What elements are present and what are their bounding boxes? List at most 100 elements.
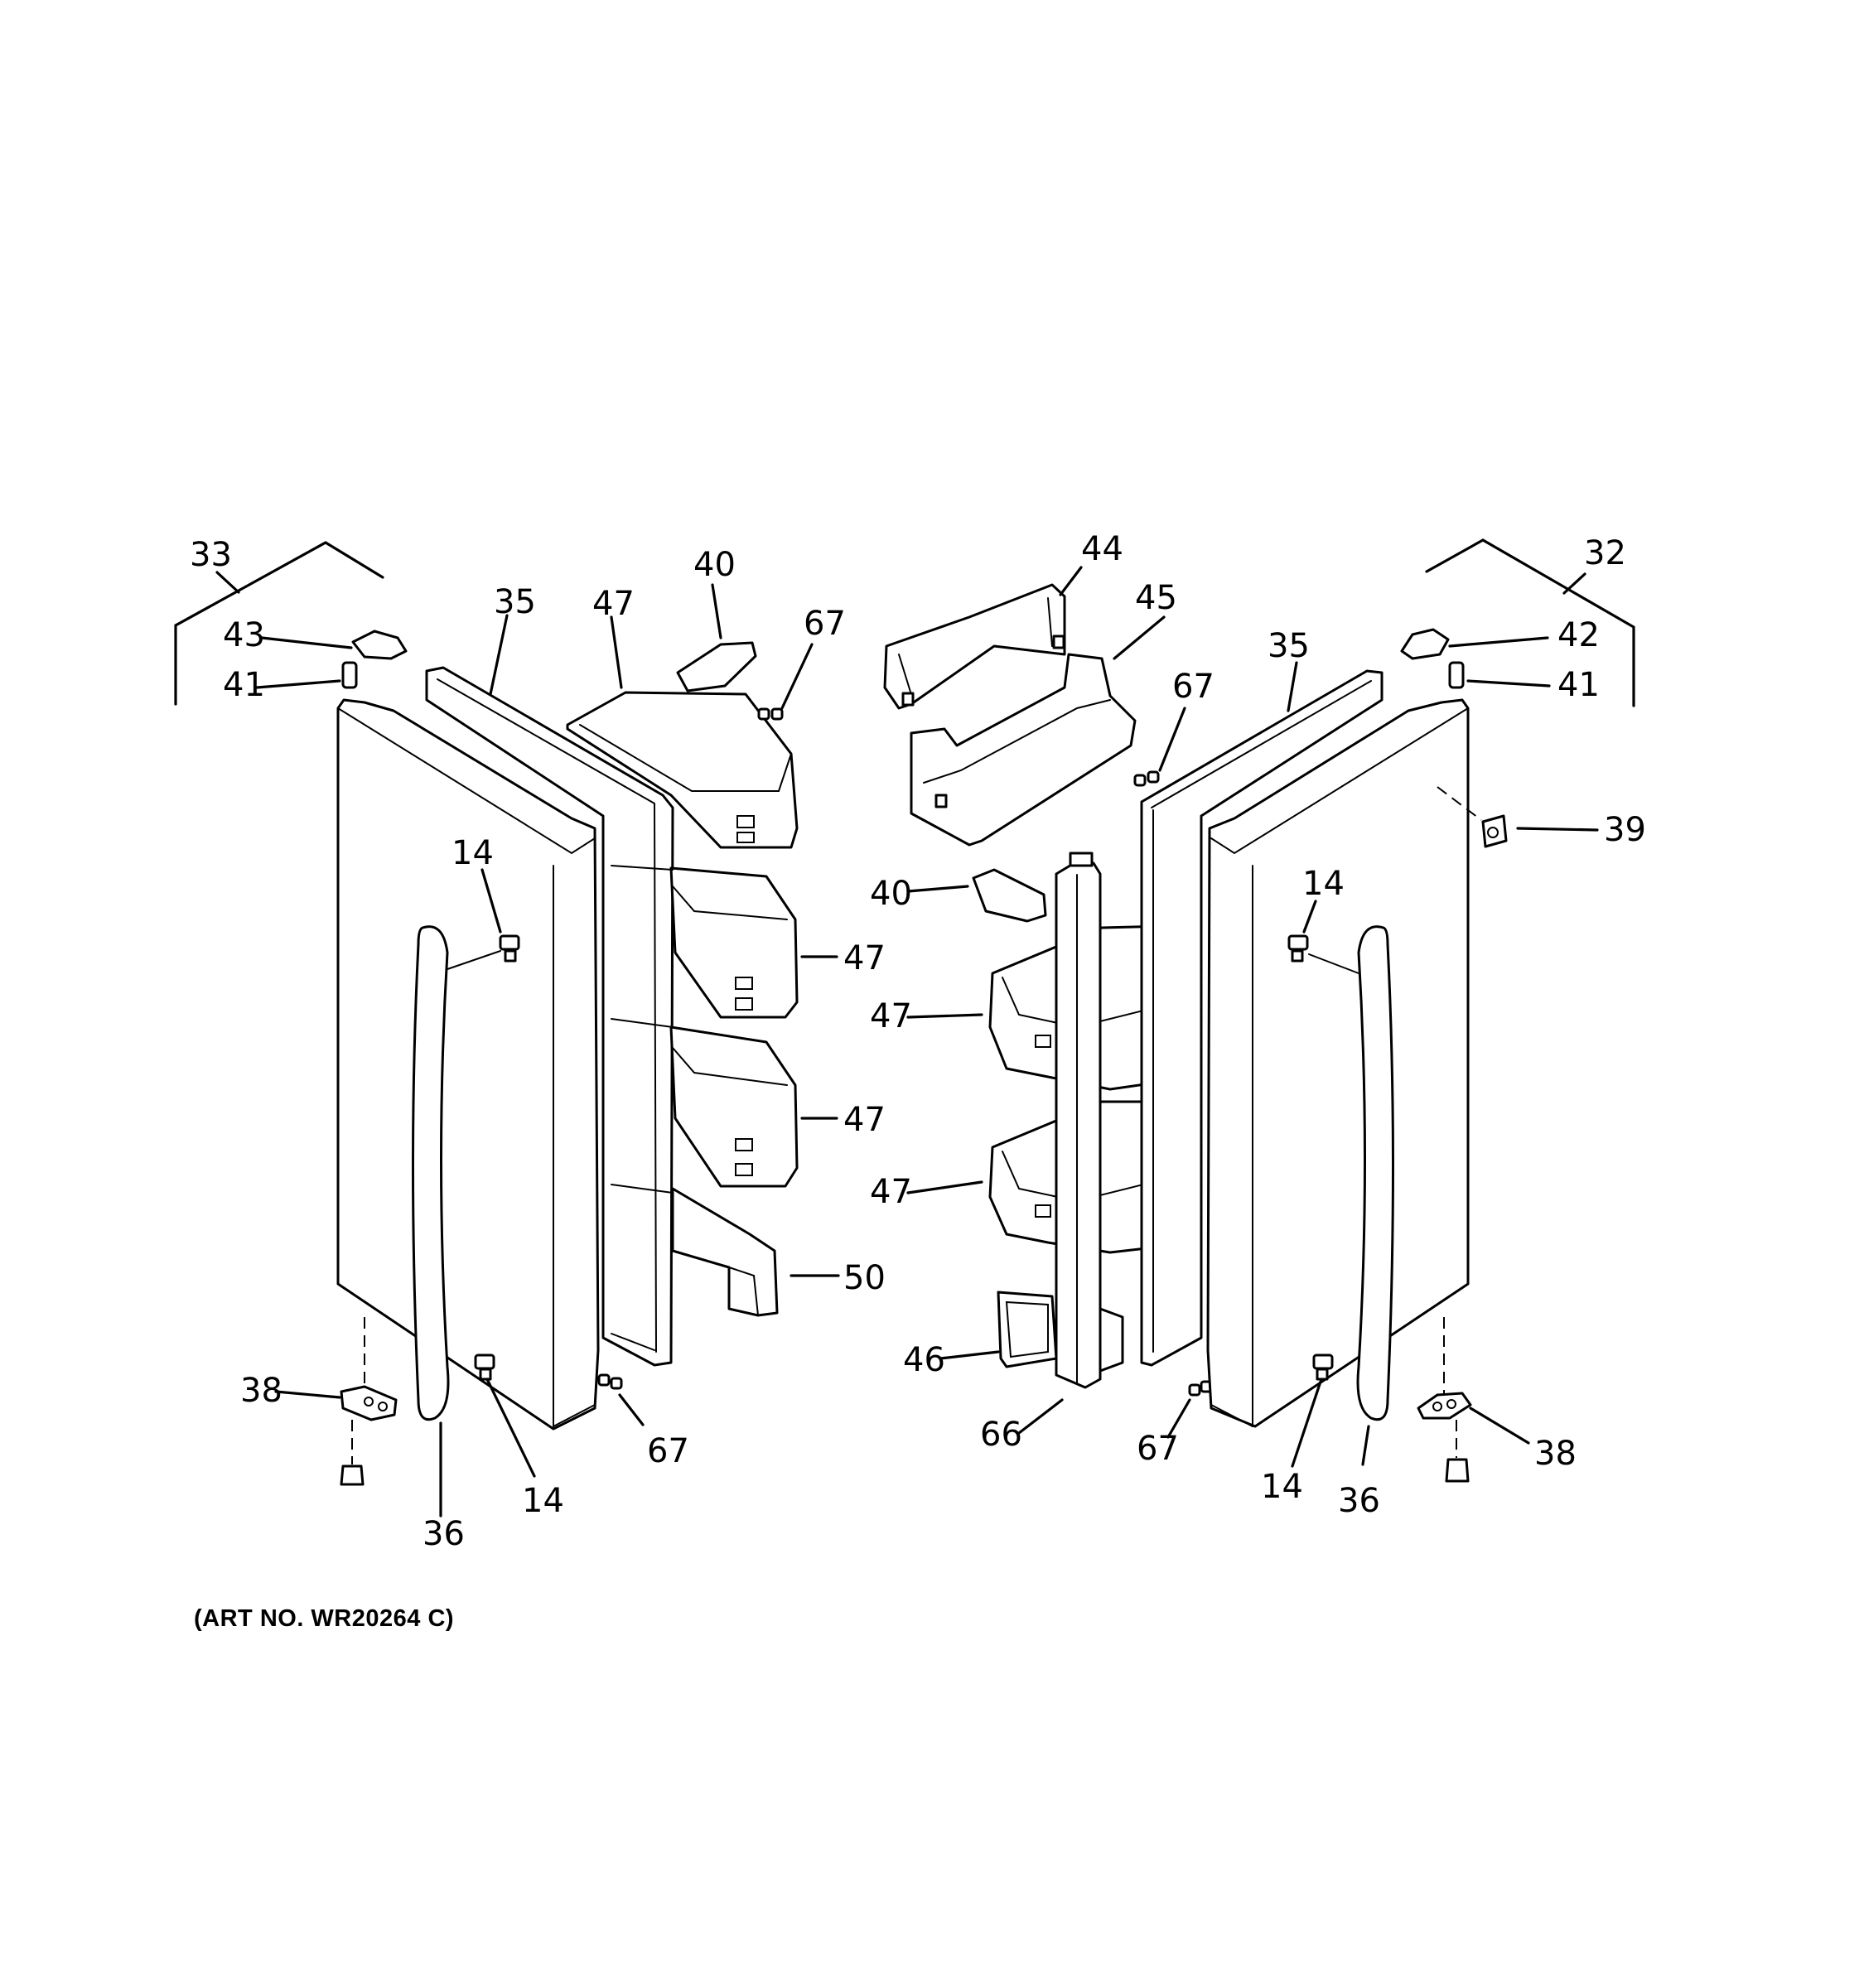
callout-42: 42 — [1557, 616, 1600, 654]
callout-41-right: 41 — [1557, 666, 1600, 704]
callout-32: 32 — [1584, 534, 1626, 572]
hinge-bushing-left — [341, 661, 358, 689]
door-bin-left-1 — [566, 691, 799, 849]
handle-screw-right-upper — [1287, 934, 1309, 963]
leader-36-right — [1361, 1425, 1370, 1466]
art-number-caption: (ART NO. WR20264 C) — [194, 1605, 455, 1632]
callout-47-top-left: 47 — [592, 585, 635, 623]
callout-66: 66 — [980, 1416, 1022, 1454]
leader-67-bottom-left — [618, 1393, 645, 1426]
bottom-hinge-pin-right — [1445, 1458, 1470, 1483]
bottom-hinge-right — [1417, 1392, 1472, 1420]
callout-45: 45 — [1135, 579, 1177, 617]
assembly-bracket-32 — [1425, 538, 1635, 707]
leader-40-mid — [906, 885, 969, 893]
callout-43: 43 — [223, 616, 265, 654]
callout-14-left-upper: 14 — [452, 834, 494, 872]
leader-38-left — [274, 1390, 341, 1399]
badge-axis — [1437, 786, 1482, 821]
callout-47-right-2: 47 — [870, 1173, 912, 1211]
callout-67-top-left: 67 — [804, 605, 846, 643]
leader-47-right-2 — [906, 1180, 983, 1194]
door-handle-right — [1356, 925, 1394, 1421]
callout-67-bottom-left: 67 — [647, 1432, 689, 1470]
leader-43 — [260, 636, 353, 649]
clip-bottom-right-67 — [1188, 1380, 1213, 1397]
leader-47-top-left — [610, 615, 623, 689]
callout-40-mid: 40 — [870, 875, 912, 913]
bottom-hinge-left — [340, 1385, 398, 1421]
callout-36-left: 36 — [423, 1515, 465, 1553]
leader-45 — [1113, 615, 1166, 660]
callout-50: 50 — [843, 1259, 886, 1297]
clip-top-right-67 — [1133, 770, 1160, 787]
leader-38-right — [1469, 1407, 1530, 1445]
leader-66 — [1017, 1398, 1064, 1435]
leader-42 — [1448, 636, 1549, 648]
leader-40-top — [711, 583, 722, 639]
door-handle-left — [412, 925, 450, 1421]
callout-40-top: 40 — [693, 546, 736, 584]
leader-14-right-lower — [1291, 1380, 1322, 1468]
door-right-bottom-cap — [1210, 1404, 1253, 1427]
gasket-left-inner — [437, 678, 657, 1353]
hinge-bushing-right — [1448, 661, 1465, 689]
callout-47-left-2: 47 — [843, 939, 886, 977]
door-right-top-cap — [1210, 707, 1469, 855]
callout-38-right: 38 — [1534, 1435, 1577, 1473]
top-hinge-left — [351, 630, 408, 660]
callout-67-top-right: 67 — [1172, 668, 1214, 706]
leader-14-left-upper — [480, 868, 502, 934]
leader-35-left — [489, 614, 509, 696]
callout-47-left-3: 47 — [843, 1101, 886, 1139]
top-hinge-right — [1400, 628, 1450, 660]
leader-14-left-lower — [485, 1378, 536, 1478]
callout-14-left-lower: 14 — [522, 1482, 564, 1520]
door-gasket-right — [1140, 669, 1384, 1367]
leader-32 — [1562, 572, 1586, 595]
callout-14-right-lower: 14 — [1261, 1468, 1303, 1506]
door-left-bottom-cap — [553, 1404, 596, 1427]
clip-bottom-left-67 — [597, 1373, 623, 1390]
door-left-top-cap — [337, 707, 596, 855]
clip-top-left-67 — [757, 707, 784, 721]
gasket-right-inner — [1151, 680, 1372, 1353]
leader-46 — [939, 1350, 1000, 1360]
callout-33: 33 — [190, 536, 232, 574]
callout-38-left: 38 — [240, 1372, 282, 1410]
handle-screw-left-lower — [474, 1353, 495, 1381]
leader-41-right — [1466, 679, 1551, 688]
callout-14-right-upper: 14 — [1302, 865, 1345, 903]
leader-14-right-upper — [1302, 900, 1317, 934]
fresh-food-door-right — [1206, 698, 1470, 1428]
leader-67-bottom-right — [1166, 1398, 1191, 1439]
screw-line-left-upper — [447, 950, 501, 970]
assembly-bracket-33 — [174, 541, 384, 706]
leader-47-right-1 — [906, 1013, 983, 1019]
door-bin-left-3 — [669, 1025, 799, 1188]
callout-47-right-1: 47 — [870, 997, 912, 1035]
leader-39 — [1516, 827, 1599, 832]
leader-33 — [215, 571, 240, 594]
bottom-hinge-pin-left — [340, 1464, 365, 1486]
leader-44 — [1059, 566, 1083, 596]
leader-67-top-left — [780, 643, 814, 710]
door-gasket-left — [425, 666, 674, 1367]
leader-67-top-right — [1158, 707, 1186, 772]
callout-67-bottom-right: 67 — [1137, 1430, 1179, 1468]
door-liner-left — [611, 865, 674, 1351]
shelf-end-cap-mid-40 — [972, 868, 1047, 923]
door-bin-left-2 — [669, 866, 799, 1019]
leader-41-left — [255, 679, 341, 689]
leader-35-right — [1287, 661, 1298, 712]
callout-41-left: 41 — [223, 666, 265, 704]
handle-screw-left-upper — [499, 934, 520, 963]
dairy-compartment-door-44 — [883, 583, 1066, 710]
dairy-bin-left-50 — [671, 1187, 779, 1317]
dairy-compartment-45 — [910, 653, 1137, 847]
callout-46: 46 — [903, 1341, 945, 1379]
center-mullion-66 — [1055, 852, 1124, 1389]
screw-line-right-upper — [1308, 953, 1359, 974]
callout-36-right: 36 — [1338, 1482, 1380, 1520]
